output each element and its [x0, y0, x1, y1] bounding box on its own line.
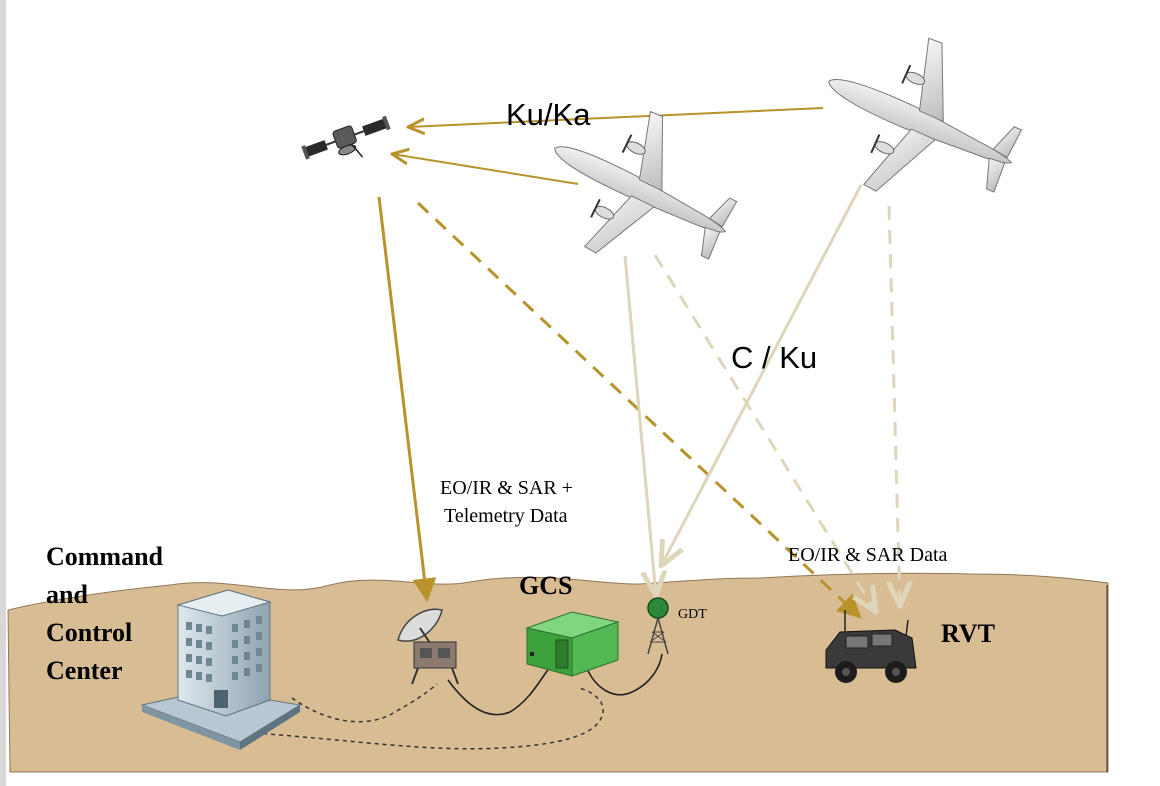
satellite-icon	[301, 115, 391, 160]
gcs-link-label-line1: EO/IR & SAR +	[440, 477, 573, 499]
military-vehicle-icon	[825, 610, 917, 683]
link-aircraft1-to-satellite	[392, 154, 579, 185]
gcs-label: GCS	[519, 571, 572, 600]
link-aircraft2-to-gdt	[661, 184, 863, 566]
cable-building-dish	[291, 683, 438, 723]
shelter-icon	[525, 611, 620, 677]
cable-dish-shelter	[447, 663, 553, 716]
aircraft-icon	[554, 110, 738, 260]
rvt-label: RVT	[941, 619, 995, 648]
page-edge-rule	[0, 0, 6, 786]
rvt-link-label: EO/IR & SAR Data	[788, 544, 948, 566]
cable-shelter-gdt	[584, 653, 663, 696]
antenna-tower-icon	[647, 597, 669, 655]
gcs-link-label-line2: Telemetry Data	[444, 505, 568, 527]
band-los-label: C / Ku	[731, 340, 817, 375]
band-satcom-label: Ku/Ka	[506, 97, 591, 132]
link-satellite-to-dish	[377, 196, 437, 603]
satellite-dish-icon	[397, 608, 459, 685]
command-center-label-line4: Center	[46, 656, 123, 685]
command-center-label-line1: Command	[46, 542, 164, 571]
cable-building-shelter	[254, 687, 604, 750]
command-center-label-line3: Control	[46, 618, 132, 647]
link-aircraft2-to-rvt	[889, 205, 900, 606]
gdt-label: GDT	[678, 607, 707, 622]
aircraft-icon	[828, 37, 1023, 193]
link-satellite-to-rvt	[416, 201, 862, 619]
command-center-label-line2: and	[46, 580, 88, 609]
link-aircraft1-to-rvt	[653, 254, 876, 612]
building-icon	[140, 589, 302, 750]
link-aircraft1-to-gdt	[623, 255, 656, 596]
link-aircraft2-to-satellite	[408, 107, 824, 127]
